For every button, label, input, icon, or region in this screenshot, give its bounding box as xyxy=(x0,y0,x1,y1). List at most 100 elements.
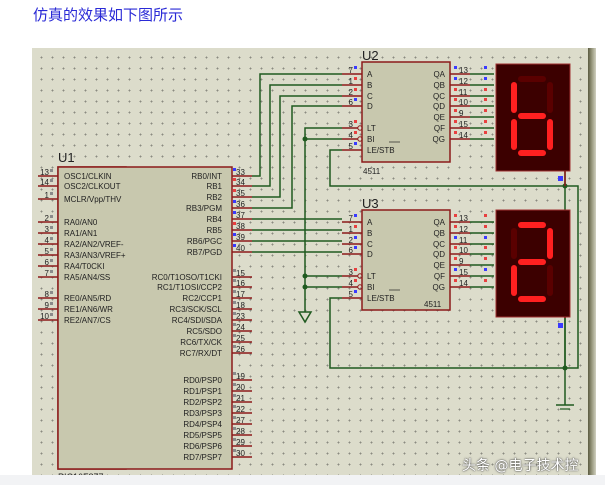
decoder-pin-label: QD xyxy=(433,102,445,111)
u1-pin-state xyxy=(50,248,53,251)
u1-pin-state xyxy=(233,334,236,337)
u1-pin-number: 28 xyxy=(236,427,245,436)
wire-le-u3 xyxy=(329,297,565,369)
u1-pin-label: RA1/AN1 xyxy=(64,229,98,238)
decoder-pin-number: 10 xyxy=(459,246,468,255)
u1-pin-label: RB1 xyxy=(206,182,222,191)
u1-pin-state xyxy=(50,259,53,262)
u1-pin-label: RB6/PGC xyxy=(187,237,222,246)
u1-pin-number: 25 xyxy=(236,334,245,343)
display-common-pin-state xyxy=(558,323,563,328)
decoder-pin-number: 2 xyxy=(349,88,354,97)
decoder-pin-state xyxy=(354,279,357,282)
u1-pin-label: MCLR/Vpp/THV xyxy=(64,195,122,204)
decoder-pin-number: 3 xyxy=(349,268,354,277)
u1-pin-state xyxy=(233,290,236,293)
u1-pin-number: 39 xyxy=(236,233,245,242)
decoder-pin-label: LE/STB xyxy=(367,146,395,155)
decoder-pin-state xyxy=(354,246,357,249)
power-terminal-icon xyxy=(297,311,313,324)
u1-pin-number: 2 xyxy=(45,214,50,223)
segment-b xyxy=(547,82,553,113)
decoder-pin-state xyxy=(454,236,457,239)
decoder-pin-state xyxy=(454,98,457,101)
decoder-pin-label: LE/STB xyxy=(367,294,395,303)
u1-pin-state xyxy=(233,200,236,203)
u1-pin-number: 3 xyxy=(45,225,50,234)
inverter-bubble xyxy=(357,125,363,131)
decoder-pin-label: QG xyxy=(433,283,445,292)
u1-pin-number: 33 xyxy=(236,168,245,177)
segment-a xyxy=(518,222,546,228)
u1-pin-number: 5 xyxy=(45,247,50,256)
decoder-pin-number: 14 xyxy=(459,279,468,288)
decoder-pin-state xyxy=(454,109,457,112)
u1-pin-state xyxy=(233,178,236,181)
decoder-pin-number: 9 xyxy=(459,257,464,266)
decoder-pin-number: 13 xyxy=(459,214,468,223)
u1-pin-number: 37 xyxy=(236,211,245,220)
u1-pin-label: RD3/PSP3 xyxy=(183,409,222,418)
u1-pin-label: RC1/T1OSI/CCP2 xyxy=(157,283,222,292)
inverter-bubble xyxy=(357,284,363,290)
inverter-bubble xyxy=(357,136,363,142)
u1-pin-state xyxy=(233,394,236,397)
u1-pin-number: 34 xyxy=(236,178,245,187)
u1-pin-label: RC2/CCP1 xyxy=(182,294,222,303)
display-pin-state xyxy=(484,214,487,217)
u1-body[interactable] xyxy=(57,166,233,470)
wire-common-loop xyxy=(565,185,579,369)
decoder-pin-number: 14 xyxy=(459,131,468,140)
decoder-pin-number: 2 xyxy=(349,236,354,245)
decoder-pin-label: BI xyxy=(367,135,375,144)
u1-pin-state xyxy=(50,179,53,182)
u1-pin-state xyxy=(233,222,236,225)
decoder-pin-number: 7 xyxy=(349,66,354,75)
segment-f xyxy=(511,82,517,113)
decoder-pin-number: 4 xyxy=(349,279,354,288)
u1-pin-number: 7 xyxy=(45,269,50,278)
u1-pin-state xyxy=(233,383,236,386)
u1-pin-number: 29 xyxy=(236,438,245,447)
u1-pin-label: RA0/AN0 xyxy=(64,218,98,227)
u1-pin-number: 14 xyxy=(40,178,49,187)
decoder-pin-state xyxy=(454,120,457,123)
u1-pin-number: 38 xyxy=(236,222,245,231)
decoder-body[interactable] xyxy=(361,209,451,311)
u1-pin-state xyxy=(50,169,53,172)
u1-pin-number: 23 xyxy=(236,312,245,321)
decoder-pin-state xyxy=(354,77,357,80)
u1-pin-state xyxy=(233,269,236,272)
u1-pin-number: 22 xyxy=(236,405,245,414)
decoder-pin-number: 12 xyxy=(459,77,468,86)
segment-c xyxy=(547,265,553,296)
display-common-pin-state xyxy=(558,176,563,181)
decoder-pin-state xyxy=(454,77,457,80)
decoder-pin-state xyxy=(354,214,357,217)
decoder-pin-number: 1 xyxy=(349,77,354,86)
u1-pin-number: 16 xyxy=(236,279,245,288)
u1-pin-number: 36 xyxy=(236,200,245,209)
u1-pin-number: 40 xyxy=(236,244,245,253)
u1-pin-state xyxy=(50,270,53,273)
segment-b xyxy=(547,228,553,259)
decoder-pin-number: 10 xyxy=(459,98,468,107)
junction-dot xyxy=(302,136,308,142)
u1-pin-state xyxy=(233,427,236,430)
segment-c xyxy=(547,119,553,150)
u1-pin-state xyxy=(233,189,236,192)
segment-a xyxy=(518,76,546,82)
u1-pin-state xyxy=(233,438,236,441)
u1-pin-label: RB3/PGM xyxy=(186,204,222,213)
bottom-bar xyxy=(0,475,605,485)
decoder-body[interactable] xyxy=(361,61,451,163)
decoder-pin-label: QG xyxy=(433,135,445,144)
decoder-pin-label: QD xyxy=(433,250,445,259)
decoder-pin-state xyxy=(454,214,457,217)
segment-d xyxy=(518,296,546,302)
decoder-pin-label: QE xyxy=(433,113,445,122)
decoder-ref: U3 xyxy=(362,196,379,211)
u1-pin-state xyxy=(233,301,236,304)
display-pin-state xyxy=(484,236,487,239)
